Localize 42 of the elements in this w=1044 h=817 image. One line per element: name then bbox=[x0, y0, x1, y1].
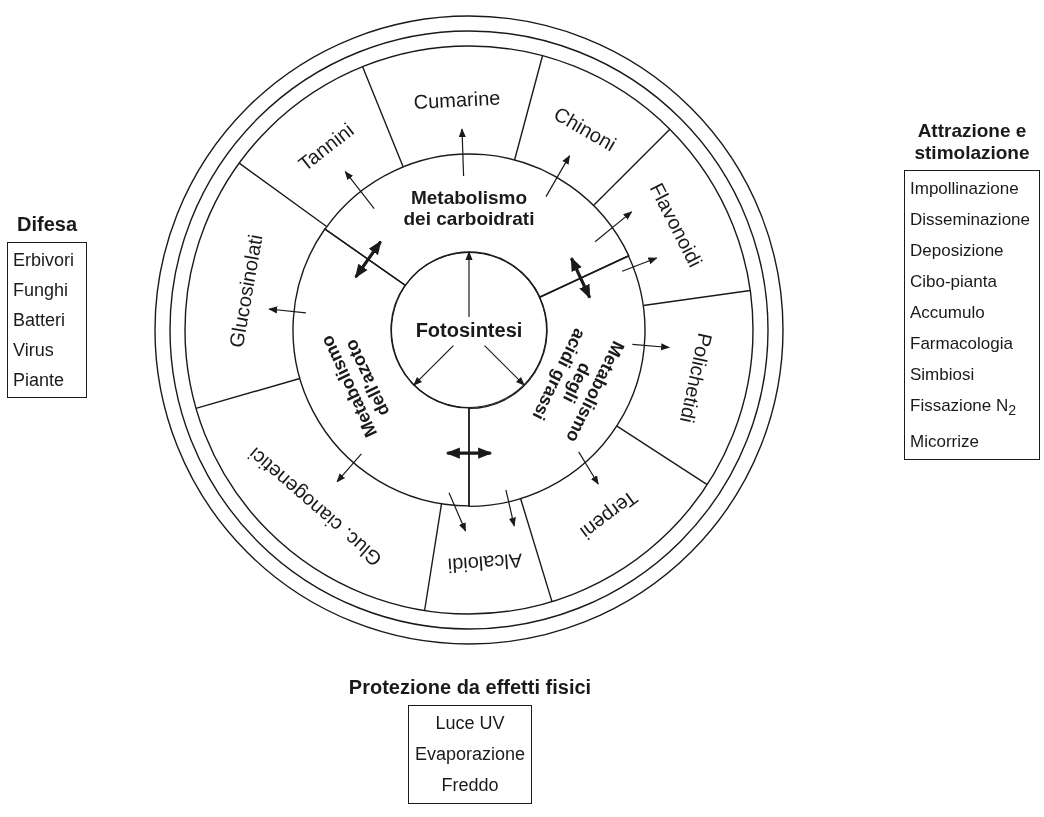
list-item: Micorrize bbox=[910, 431, 979, 454]
list-item: Fissazione N$_{2}$ bbox=[910, 394, 1017, 421]
list-item: Cibo-pianta bbox=[910, 270, 997, 293]
arrow bbox=[621, 257, 658, 272]
arrow bbox=[445, 447, 493, 459]
list-item: Disseminazione bbox=[910, 208, 1030, 231]
arrow bbox=[631, 343, 671, 351]
arrow bbox=[344, 170, 375, 210]
arrow bbox=[458, 128, 466, 177]
sector-label: Alcaloidi bbox=[447, 549, 524, 578]
list-item: Virus bbox=[13, 339, 54, 362]
sector-label: Cumarine bbox=[413, 86, 501, 114]
list-item: Simbiosi bbox=[910, 363, 975, 386]
list-item: Funghi bbox=[13, 279, 69, 302]
arrow bbox=[336, 453, 362, 483]
arrow bbox=[594, 211, 633, 243]
arrow bbox=[465, 251, 473, 318]
sector-label: Metabolismo dei carboidrati bbox=[402, 186, 536, 230]
arrow bbox=[545, 155, 571, 198]
list-item: Luce UV bbox=[435, 712, 505, 735]
arrow bbox=[413, 345, 454, 386]
list-item: Freddo bbox=[441, 774, 499, 797]
arrow bbox=[354, 240, 382, 279]
list-item: Piante bbox=[13, 369, 65, 392]
arrow bbox=[448, 492, 467, 532]
list-item: Accumulo bbox=[910, 301, 985, 324]
arrow bbox=[484, 345, 525, 386]
group-heading: Attrazione e stimolazione bbox=[913, 120, 1031, 164]
list-item: Impollinazione bbox=[910, 177, 1019, 200]
list-item: Erbivori bbox=[13, 249, 74, 272]
list-item: Evaporazione bbox=[414, 743, 526, 766]
group-heading: Difesa bbox=[17, 213, 77, 236]
arrow bbox=[578, 451, 599, 485]
group-heading: Protezione da effetti fisici bbox=[348, 676, 592, 699]
arrow bbox=[268, 306, 307, 314]
list-item: Batteri bbox=[13, 309, 66, 332]
arrow bbox=[569, 257, 592, 299]
sector-label: Glucosinolati bbox=[225, 232, 268, 350]
list-item: Deposizione bbox=[910, 239, 1004, 262]
arrow bbox=[505, 489, 516, 527]
list-item: Farmacologia bbox=[910, 332, 1013, 355]
sector-label: Polichetidi bbox=[675, 331, 717, 426]
